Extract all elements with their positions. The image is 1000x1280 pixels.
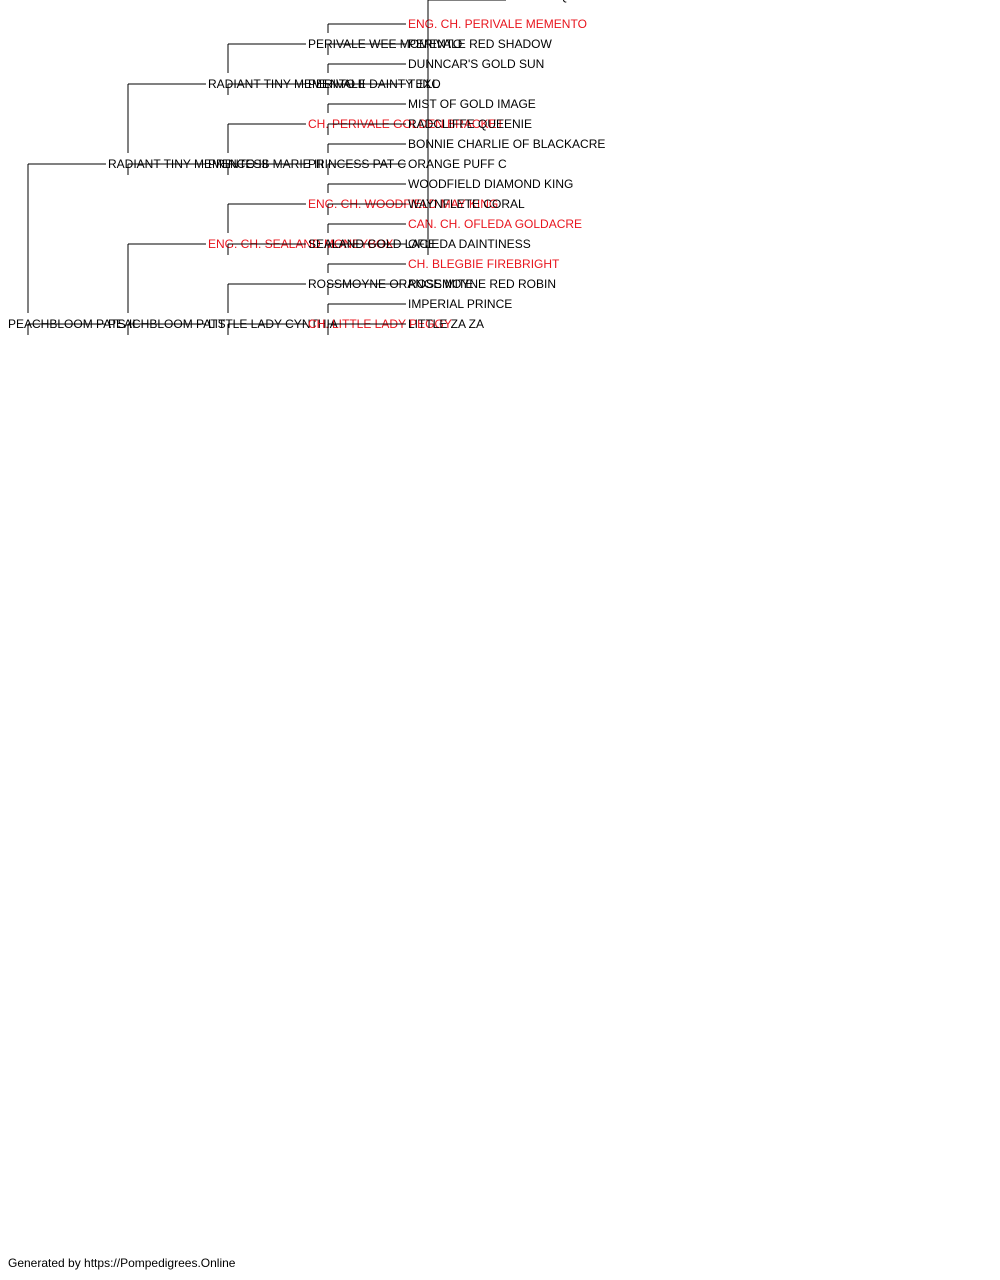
dog-name-subject-sire-dam-dam-dam-sire[interactable]: PRINKIE B: [508, 0, 567, 3]
dog-name-subject-sire-sire-sire-dam-sire[interactable]: PERIVALE GOLDEN ARROW: [508, 0, 669, 3]
dog-name-subject-dam-sire-dam-dam-sire[interactable]: ENG. CH. GOLD SPECK FLASHAWAY: [508, 0, 718, 3]
dog-name-subject-dam-dam-sire-sire[interactable]: CH. BLEGBIE FIREBRIGHT: [408, 257, 560, 271]
dog-name-subject-sire-dam-sire-sire-dam[interactable]: LADY II: [508, 0, 549, 3]
dog-name-subject-dam-dam-dam-dam[interactable]: LITTLE ZA ZA: [408, 317, 484, 331]
dog-name-subject-sire-dam-dam-sire[interactable]: BONNIE CHARLIE OF BLACKACRE: [408, 137, 605, 151]
dog-name-subject-sire-sire-sire-dam-dam[interactable]: PERIVALE YVONNE: [508, 0, 620, 3]
dog-name-subject-dam-sire-sire-dam-sire[interactable]: ENG. CH. PERIVALE MEMENTO: [508, 0, 687, 3]
dog-name-subject-sire-dam-dam-sire-dam[interactable]: RED ROSE OF BLACKACRE: [508, 0, 667, 3]
dog-name-subject-sire-sire-dam-sire-sire[interactable]: GOLD SUN OF SUNBRIGHT: [508, 0, 665, 3]
dog-name-subject-sire-dam-dam-dam[interactable]: ORANGE PUFF C: [408, 157, 507, 171]
dog-name-subject-sire-sire-dam-sire[interactable]: DUNNCAR'S GOLD SUN: [408, 57, 544, 71]
dog-name-subject-sire-dam-sire-dam-sire[interactable]: GO AWAY: [508, 0, 563, 3]
dog-name-subject-sire-dam-dam-dam-dam[interactable]: RED LASSIE B: [508, 0, 590, 3]
dog-name-subject-sire-dam-sire-sire-sire[interactable]: YOUNG MIST OF GOLD: [508, 0, 641, 3]
dog-name-subject-sire-sire-dam-dam-sire[interactable]: SOLID CHIP O'MIST: [508, 0, 620, 3]
dog-name-subject-sire-sire-sire-sire[interactable]: ENG. CH. PERIVALE MEMENTO: [408, 17, 587, 31]
dog-name-subject-dam-dam-sire-dam[interactable]: ROSSMOYNE RED ROBIN: [408, 277, 556, 291]
dog-name-subject-sire-sire-dam-sire-dam[interactable]: DUNNCAR DELIGHTFUL: [508, 0, 646, 3]
dog-name-subject-dam-sire-dam-dam[interactable]: OFLEDA DAINTINESS: [408, 237, 531, 251]
dog-name-subject-sire-dam-sire[interactable]: CH. PERIVALE GOLDEN BRACKET: [308, 117, 504, 131]
dog-name-subject-dam-sire-dam-sire[interactable]: CAN. CH. OFLEDA GOLDACRE: [408, 217, 582, 231]
dog-name-subject-sire-sire-sire-dam[interactable]: PERIVALE RED SHADOW: [408, 37, 552, 51]
dog-name-subject-sire-dam-sire-dam[interactable]: RADCLIFFE QUEENIE: [408, 117, 532, 131]
dog-name-subject-sire-sire-sire-sire-sire[interactable]: PERIVALE MINTAGE: [508, 0, 623, 3]
dog-name-subject-sire-sire-dam-dam-dam[interactable]: MARIE: [508, 0, 546, 3]
dog-name-subject-dam-sire-sire-dam-dam[interactable]: TINA LOPAZ: [508, 0, 576, 3]
dog-name-subject-dam-sire-dam-dam-dam[interactable]: OFLEDA QUEEN: [508, 0, 601, 3]
footer-credit: Generated by https://Pompedigrees.Online: [8, 1256, 236, 1270]
dog-name-subject-sire-sire-sire-sire-dam[interactable]: HAPPY GIRL: [508, 0, 580, 3]
dog-name-subject-sire-sire-dam-dam[interactable]: TEXO: [408, 77, 441, 91]
dog-name-subject-sire-dam-sire-sire[interactable]: MIST OF GOLD IMAGE: [408, 97, 536, 111]
dog-name-subject-dam-sire-sire-dam[interactable]: WAYNFLETE CORAL: [408, 197, 525, 211]
dog-name-subject-dam-sire-sire-sire-sire[interactable]: ERIMUS RE-ECHO: [508, 0, 613, 3]
dog-name-subject-sire-dam-dam-sire-sire[interactable]: JAMES BLACKACRE: [508, 0, 624, 3]
dog-name-subject-dam-sire-sire-sire[interactable]: WOODFIELD DIAMOND KING: [408, 177, 573, 191]
dog-name-subject-dam-sire-dam-sire-dam[interactable]: BETSY BLACKACRE: [508, 0, 623, 3]
dog-name-subject-dam-sire-dam-sire-sire[interactable]: OLD BILL OF BLACKACRE: [508, 0, 656, 3]
dog-name-subject-dam-sire-sire-sire-dam[interactable]: ERIMUS MERRY DAWN: [508, 0, 640, 3]
dog-name-subject-dam-dam-dam-sire[interactable]: IMPERIAL PRINCE: [408, 297, 512, 311]
dog-name-subject-sire-dam-sire-dam-dam[interactable]: DAISY BELL: [508, 0, 577, 3]
